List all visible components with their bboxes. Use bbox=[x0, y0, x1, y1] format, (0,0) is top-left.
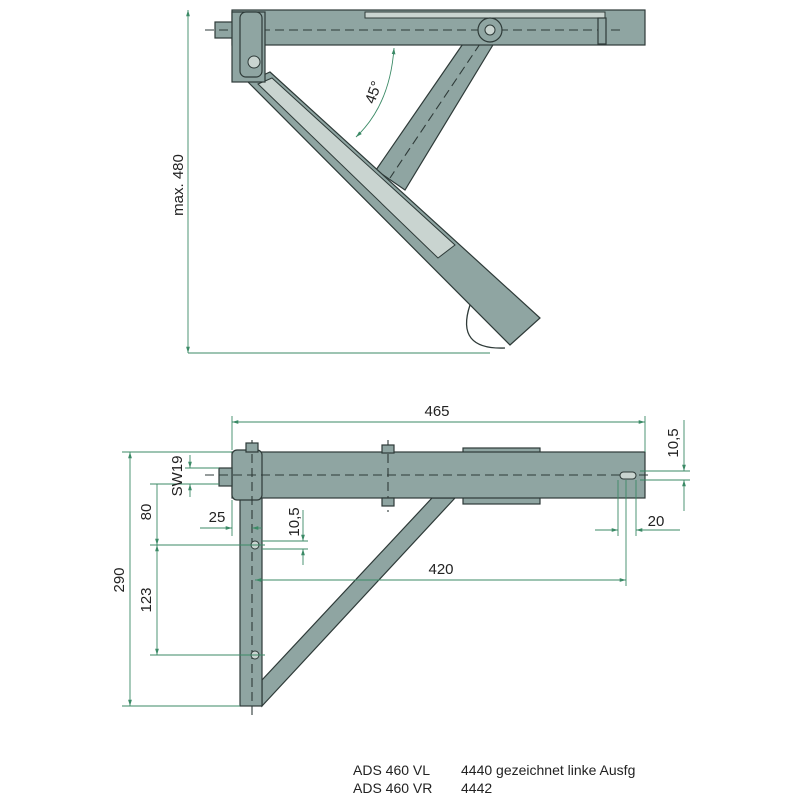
strut-centerline bbox=[389, 31, 489, 179]
caption-model-2: ADS 460 VR bbox=[353, 780, 433, 796]
angle-arc bbox=[355, 47, 396, 138]
pivot-pin bbox=[484, 24, 496, 36]
slot bbox=[619, 471, 637, 480]
hex-head bbox=[218, 467, 233, 487]
dim-wrench-size: SW19 bbox=[169, 456, 186, 497]
angle-label: 45° bbox=[362, 79, 386, 106]
dim-hole-diameter: 10,5 bbox=[286, 507, 303, 536]
dim-height-total: 290 bbox=[111, 567, 128, 592]
top-view: max. 480 45° bbox=[170, 9, 646, 354]
support-strut bbox=[375, 21, 503, 191]
caption-desc-1: 4440 gezeichnet linke Ausfg bbox=[461, 762, 636, 778]
pivot-bolt bbox=[247, 55, 261, 69]
bolt-nut-top bbox=[381, 444, 395, 454]
hatched-section bbox=[364, 11, 606, 19]
dim-slot-width: 10,5 bbox=[665, 428, 682, 457]
dim-hole-spacing: 123 bbox=[138, 587, 155, 612]
leg-inner-tube bbox=[257, 77, 456, 259]
bolt-nut-bottom bbox=[381, 497, 395, 507]
caption-model-1: ADS 460 VL bbox=[353, 762, 431, 778]
dim-slot-offset: 20 bbox=[648, 513, 665, 530]
height-label: max. 480 bbox=[170, 154, 187, 216]
end-plate bbox=[597, 17, 607, 45]
caption-desc-2: 4442 bbox=[461, 780, 493, 796]
dim-hole-distance: 420 bbox=[428, 561, 453, 578]
bottom-view: 465 290 80 123 SW19 25 10,5 420 10,5 20 bbox=[111, 403, 690, 715]
dim-width-total: 465 bbox=[424, 403, 449, 420]
foot-handle bbox=[465, 304, 506, 349]
dim-upper-offset: 80 bbox=[138, 504, 155, 521]
dim-leg-offset: 25 bbox=[209, 509, 226, 526]
bolt-nut-top bbox=[245, 442, 259, 453]
vertical-leg bbox=[239, 497, 263, 707]
